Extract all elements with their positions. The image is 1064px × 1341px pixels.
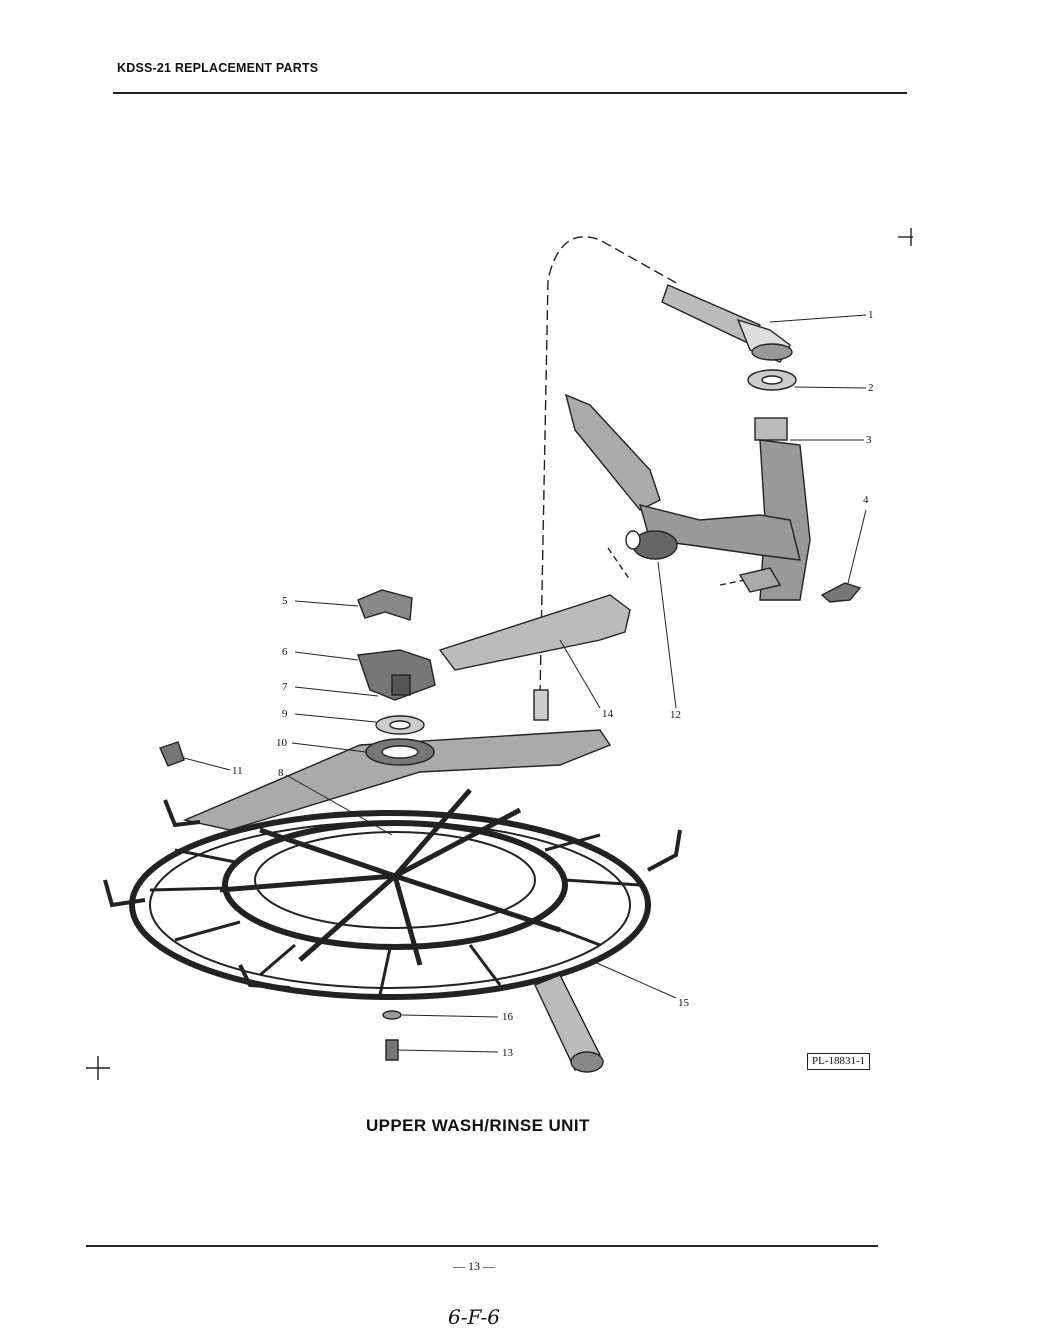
callout-5: 5: [282, 595, 288, 607]
handwritten-note: 6-F-6: [448, 1305, 500, 1329]
callout-6: 6: [282, 646, 288, 658]
callout-7: 7: [282, 681, 288, 693]
page-number: — 13 —: [453, 1259, 495, 1273]
diagram-caption: UPPER WASH/RINSE UNIT: [366, 1116, 590, 1135]
callout-8: 8: [278, 767, 284, 779]
diagram-reference-code: PL-18831-1: [807, 1053, 871, 1070]
callout-12: 12: [670, 709, 681, 721]
callout-3: 3: [866, 434, 872, 446]
page-header-title: KDSS-21 REPLACEMENT PARTS: [117, 61, 319, 75]
callout-14: 14: [602, 708, 614, 720]
callout-16: 16: [502, 1011, 514, 1023]
callout-9: 9: [282, 708, 288, 720]
callout-1: 1: [868, 309, 874, 321]
callout-13: 13: [502, 1047, 514, 1059]
footer-divider: [86, 1245, 878, 1247]
callout-15: 15: [678, 997, 690, 1009]
header-divider: [113, 92, 907, 94]
callout-4: 4: [863, 494, 869, 506]
callout-10: 10: [276, 737, 288, 749]
callout-2: 2: [868, 382, 874, 394]
callout-11: 11: [232, 765, 243, 777]
